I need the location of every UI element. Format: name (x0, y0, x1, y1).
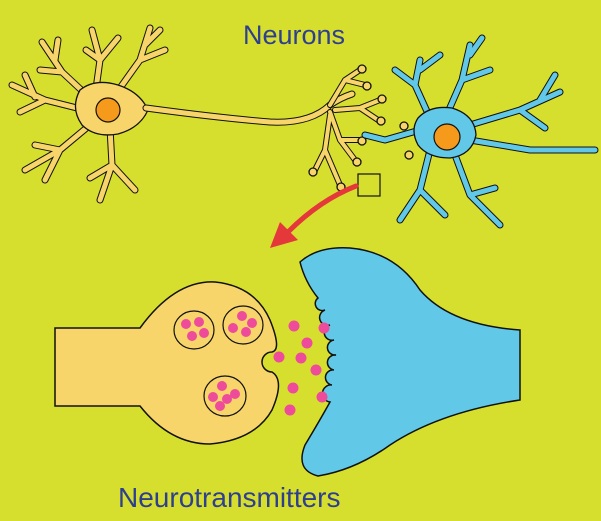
blue-neuron (365, 38, 595, 225)
yellow-neuron (12, 28, 413, 200)
vesicle (204, 376, 246, 416)
synapse-zoom-box (358, 174, 380, 196)
neurotransmitter-dots (274, 321, 330, 416)
vesicle (223, 306, 263, 344)
yellow-neuron-nucleus (96, 98, 120, 122)
zoom-arrow (270, 186, 356, 248)
postsynaptic-terminal (300, 248, 520, 476)
blue-neuron-nucleus (434, 124, 460, 150)
vesicle (174, 311, 214, 349)
neurotransmitters-label: Neurotransmitters (118, 482, 341, 514)
neurons-label: Neurons (243, 20, 345, 51)
